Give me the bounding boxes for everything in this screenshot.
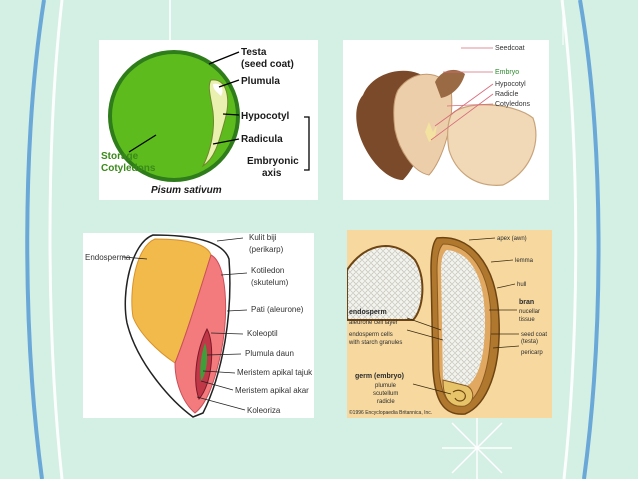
label-testa: (testa) — [521, 339, 538, 345]
label-cotyledons: Cotyledons — [101, 163, 156, 174]
label-meristem-tajuk: Meristem apikal tajuk — [237, 368, 313, 377]
label-hypocotyl: Hypocotyl — [241, 111, 290, 122]
sparkle-bottom — [442, 410, 512, 479]
label-testa: Testa — [241, 47, 267, 58]
maize-grain-panel: Kulit biji (perikarp) Endosperma Kotiled… — [83, 233, 314, 418]
left-curve-inner — [48, 0, 64, 479]
label-scutellum: scutellum — [373, 391, 398, 397]
scutellum-region — [174, 254, 227, 414]
label-plumule: plumule — [375, 383, 397, 389]
label-apex: apex (awn) — [497, 236, 527, 242]
label-meristem-akar: Meristem apikal akar — [235, 386, 309, 395]
label-embryonic: Embryonic — [247, 156, 299, 167]
seed-coat-top — [435, 69, 465, 98]
right-curve-outer — [578, 0, 601, 479]
germ-embryo — [442, 379, 474, 407]
label-bran: bran — [519, 299, 534, 306]
embryo-shape — [425, 122, 437, 142]
wheat-grain-panel: apex (awn) lemma hull bran nucellar tiss… — [347, 230, 552, 418]
embryo-curl — [452, 389, 466, 402]
label-plumula-daun: Plumula daun — [245, 349, 294, 358]
caption-pisum-sativum: Pisum sativum — [151, 185, 222, 196]
label-aleurone: aleurone cell layer — [349, 320, 398, 326]
label-endosperma: Endosperma — [85, 253, 131, 262]
label-embryo: Embryo — [495, 69, 519, 76]
label-germ: germ (embryo) — [355, 373, 404, 380]
label-radicula: Radicula — [241, 134, 283, 145]
pea-seed-diagram: Testa (seed coat) Plumula Hypocotyl Radi… — [101, 47, 310, 196]
label-lemma: lemma — [515, 258, 534, 264]
maize-grain-diagram: Kulit biji (perikarp) Endosperma Kotiled… — [85, 233, 313, 418]
label-pericarp: pericarp — [521, 350, 543, 356]
label-radicle: Radicle — [495, 91, 518, 98]
label-seed-coat: (seed coat) — [241, 59, 294, 70]
copyright: ©1996 Encyclopaedia Britannica, Inc. — [349, 409, 432, 416]
label-hypocotyl: Hypocotyl — [495, 81, 526, 88]
magnifier-circle — [347, 245, 424, 321]
label-axis: axis — [262, 168, 282, 179]
wheat-grain-diagram: apex (awn) lemma hull bran nucellar tiss… — [347, 236, 547, 416]
label-kulit-biji: Kulit biji — [249, 233, 277, 242]
label-koleoptil: Koleoptil — [247, 329, 278, 338]
label-nucellar: nucellar — [519, 309, 540, 315]
label-storage: Storage — [101, 151, 139, 162]
label-skutelum: (skutelum) — [251, 278, 289, 287]
label-seed-coat: seed coat — [521, 332, 547, 338]
label-koleoriza: Koleoriza — [247, 406, 281, 415]
label-cotyledons: Cotyledons — [495, 101, 531, 108]
cotyledon-left — [393, 73, 453, 176]
embryo-axis-shape — [201, 79, 229, 168]
label-plumula: Plumula — [241, 76, 280, 87]
bean-seed-panel: Seedcoat Embryo Hypocotyl Radicle Cotyle… — [343, 40, 549, 200]
bean-seed-diagram: Seedcoat Embryo Hypocotyl Radicle Cotyle… — [356, 45, 537, 186]
endosperm-cells — [441, 250, 485, 386]
pea-seed-panel: Testa (seed coat) Plumula Hypocotyl Radi… — [99, 40, 318, 200]
label-endosperm-cells: endosperm cells — [349, 332, 393, 338]
plumula-leaf — [200, 343, 208, 381]
right-curve-inner — [560, 0, 578, 479]
label-perikarp: (perikarp) — [249, 245, 284, 254]
label-radicle: radicle — [377, 399, 395, 405]
label-starch: with starch granules — [348, 340, 402, 346]
label-pati: Pati (aleurone) — [251, 305, 304, 314]
left-curve-outer — [25, 0, 46, 479]
cotyledon-body — [112, 54, 236, 178]
label-seedcoat: Seedcoat — [495, 45, 525, 52]
label-kotiledon: Kotiledon — [251, 266, 284, 275]
label-tissue: tissue — [519, 317, 535, 323]
cotyledon-right — [447, 104, 537, 186]
label-endosperm: endosperm — [349, 309, 387, 316]
label-hull: hull — [517, 282, 526, 288]
